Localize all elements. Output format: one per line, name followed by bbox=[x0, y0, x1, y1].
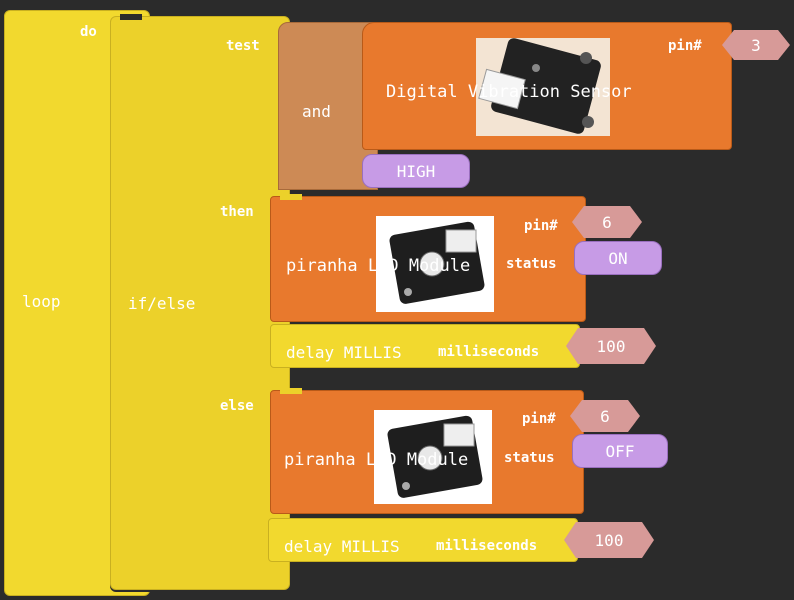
vibration-pin-label: pin# bbox=[668, 38, 702, 54]
led-board-icon bbox=[389, 221, 485, 304]
else-delay-block[interactable] bbox=[268, 518, 578, 562]
and-block-inner-gap bbox=[290, 60, 300, 180]
led-board-icon bbox=[387, 415, 483, 498]
vibration-sensor-image bbox=[476, 38, 610, 136]
else-led-status-value[interactable]: OFF bbox=[572, 434, 668, 468]
ifelse-top-notch bbox=[120, 14, 142, 20]
ifelse-then-label: then bbox=[220, 204, 254, 220]
ifelse-else-label: else bbox=[220, 398, 254, 414]
then-delay-ms-label: milliseconds bbox=[438, 344, 540, 360]
then-led-label: piranha LED Module bbox=[286, 256, 471, 276]
else-led-image bbox=[374, 410, 492, 504]
else-led-pin-label: pin# bbox=[522, 411, 556, 427]
then-led-notch bbox=[280, 194, 302, 200]
loop-label: loop bbox=[22, 292, 61, 311]
then-delay-block[interactable] bbox=[270, 324, 580, 368]
ifelse-block[interactable] bbox=[110, 16, 290, 590]
and-label: and bbox=[302, 102, 331, 121]
loop-do-label: do bbox=[80, 24, 97, 40]
ifelse-test-label: test bbox=[226, 38, 260, 54]
ifelse-label: if/else bbox=[128, 294, 196, 313]
then-led-status-label: status bbox=[506, 256, 557, 272]
then-delay-ms-value[interactable]: 100 bbox=[566, 328, 656, 364]
else-led-label: piranha LED Module bbox=[284, 450, 469, 470]
vibration-pin-value[interactable]: 3 bbox=[722, 30, 790, 60]
then-led-image bbox=[376, 216, 494, 312]
else-delay-label: delay MILLIS bbox=[284, 537, 400, 556]
else-led-status-label: status bbox=[504, 450, 555, 466]
sensor-board-icon bbox=[478, 38, 601, 134]
then-led-status-value[interactable]: ON bbox=[574, 241, 662, 275]
vibration-sensor-label: Digital Vibration Sensor bbox=[386, 82, 632, 102]
else-led-pin-value[interactable]: 6 bbox=[570, 400, 640, 432]
else-led-notch bbox=[280, 388, 302, 394]
then-delay-label: delay MILLIS bbox=[286, 343, 402, 362]
then-led-pin-label: pin# bbox=[524, 218, 558, 234]
else-delay-ms-value[interactable]: 100 bbox=[564, 522, 654, 558]
else-delay-ms-label: milliseconds bbox=[436, 538, 538, 554]
then-led-pin-value[interactable]: 6 bbox=[572, 206, 642, 238]
high-value-block[interactable]: HIGH bbox=[362, 154, 470, 188]
